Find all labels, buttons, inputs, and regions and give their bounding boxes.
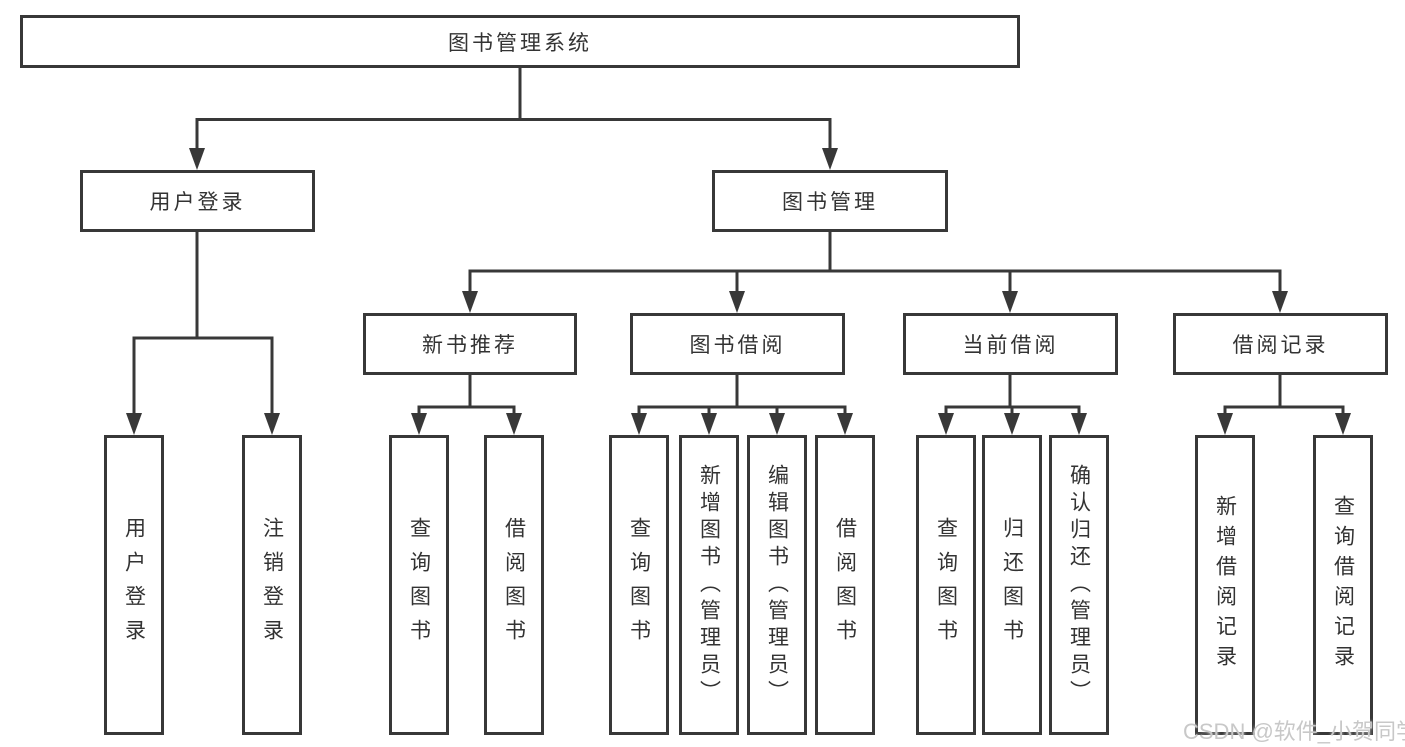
- connector-book-management-split: [462, 232, 1288, 313]
- leaf-label: 用户登录: [122, 517, 146, 653]
- node-label: 图书管理: [782, 191, 878, 214]
- leaf-label: 编辑图书（管理员）: [765, 463, 789, 707]
- arrowhead-icon: [631, 413, 647, 435]
- node-label: 当前借阅: [962, 334, 1059, 357]
- arrowhead-icon: [126, 413, 142, 435]
- arrowhead-icon: [822, 148, 838, 170]
- arrowhead-icon: [506, 413, 522, 435]
- arrowhead-icon: [189, 148, 205, 170]
- leaf-return-books: 归还图书: [982, 435, 1042, 735]
- leaf-borrow-books-recommend: 借阅图书: [484, 435, 544, 735]
- connector-new-book-split: [411, 375, 522, 435]
- node-label: 图书借阅: [689, 334, 786, 357]
- csdn-watermark: CSDN @软件_小贺同学: [1183, 719, 1405, 744]
- arrowhead-icon: [938, 413, 954, 435]
- node-label: 新书推荐: [422, 334, 518, 357]
- leaf-borrow-books: 借阅图书: [815, 435, 875, 735]
- node-book-borrow: 图书借阅: [630, 313, 845, 375]
- leaf-label: 注销登录: [260, 517, 284, 653]
- leaf-logout: 注销登录: [242, 435, 302, 735]
- arrowhead-icon: [1071, 413, 1087, 435]
- leaf-edit-book-admin: 编辑图书（管理员）: [747, 435, 807, 735]
- connector-current-borrow-split: [938, 375, 1087, 435]
- leaf-user-login: 用户登录: [104, 435, 164, 735]
- arrowhead-icon: [1217, 413, 1233, 435]
- arrowhead-icon: [701, 413, 717, 435]
- leaf-add-book-admin: 新增图书（管理员）: [679, 435, 739, 735]
- leaf-label: 归还图书: [1000, 517, 1024, 653]
- leaf-query-books-recommend: 查询图书: [389, 435, 449, 735]
- leaf-label: 新增借阅记录: [1213, 495, 1237, 675]
- connector-user-login-split: [126, 232, 280, 435]
- leaf-label: 查询图书: [934, 517, 958, 653]
- leaf-query-books-borrow: 查询图书: [609, 435, 669, 735]
- arrowhead-icon: [1335, 413, 1351, 435]
- arrowhead-icon: [411, 413, 427, 435]
- leaf-query-books-current: 查询图书: [916, 435, 976, 735]
- leaf-label: 查询图书: [627, 517, 651, 653]
- leaf-add-borrow-record: 新增借阅记录: [1195, 435, 1255, 735]
- leaf-confirm-return-admin: 确认归还（管理员）: [1049, 435, 1109, 735]
- node-label: 图书管理系统: [448, 31, 592, 55]
- node-new-book-recommend: 新书推荐: [363, 313, 577, 375]
- leaf-label: 查询借阅记录: [1331, 495, 1355, 675]
- node-label: 用户登录: [149, 191, 246, 214]
- connector-book-borrow-split: [631, 375, 853, 435]
- leaf-label: 借阅图书: [833, 517, 857, 653]
- node-label: 借阅记录: [1232, 334, 1329, 357]
- arrowhead-icon: [837, 413, 853, 435]
- node-borrow-records: 借阅记录: [1173, 313, 1388, 375]
- node-current-borrow: 当前借阅: [903, 313, 1118, 375]
- arrowhead-icon: [1004, 413, 1020, 435]
- node-user-login: 用户登录: [80, 170, 315, 232]
- leaf-label: 借阅图书: [502, 517, 526, 653]
- arrowhead-icon: [769, 413, 785, 435]
- leaf-label: 确认归还（管理员）: [1067, 463, 1091, 707]
- node-book-management: 图书管理: [712, 170, 948, 232]
- node-library-management-system: 图书管理系统: [20, 15, 1020, 68]
- arrowhead-icon: [729, 291, 745, 313]
- connector-root-split: [189, 68, 838, 170]
- arrowhead-icon: [1002, 291, 1018, 313]
- connector-borrow-records-split: [1217, 375, 1351, 435]
- leaf-label: 查询图书: [407, 517, 431, 653]
- arrowhead-icon: [462, 291, 478, 313]
- leaf-query-borrow-record: 查询借阅记录: [1313, 435, 1373, 735]
- leaf-label: 新增图书（管理员）: [697, 463, 721, 707]
- arrowhead-icon: [264, 413, 280, 435]
- arrowhead-icon: [1272, 291, 1288, 313]
